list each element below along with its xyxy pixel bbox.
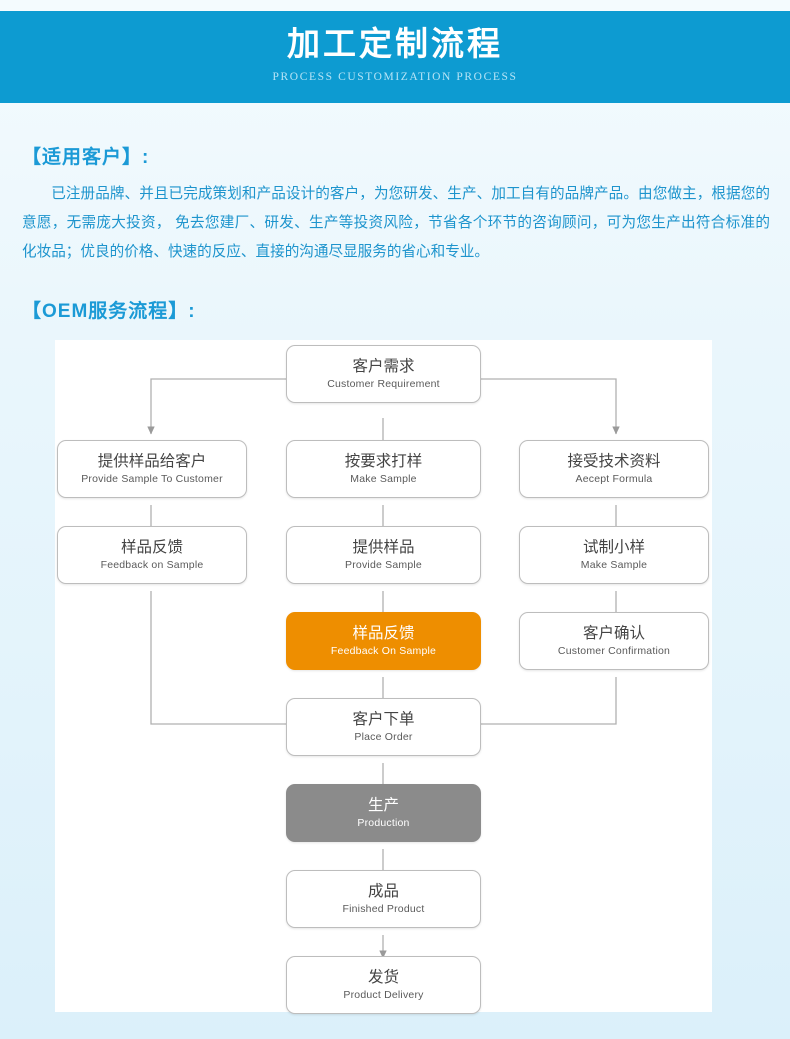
flow-node-place-order[interactable]: 客户下单 Place Order <box>286 698 481 756</box>
flow-node-label-en: Provide Sample To Customer <box>81 473 223 485</box>
flow-node-label-cn: 试制小样 <box>582 539 645 556</box>
flow-node-label-en: Production <box>357 817 410 829</box>
flow-node-label-cn: 客户下单 <box>352 711 415 728</box>
flow-node-label-cn: 客户需求 <box>352 358 415 375</box>
flow-node-production[interactable]: 生产 Production <box>286 784 481 842</box>
flowchart-connectors <box>55 340 712 1012</box>
flow-node-label-en: Provide Sample <box>345 559 422 571</box>
flow-node-label-cn: 样品反馈 <box>120 539 183 556</box>
flow-node-make-sample-trial[interactable]: 试制小样 Make Sample <box>519 526 709 584</box>
flow-node-label-en: Customer Confirmation <box>557 645 671 657</box>
flow-node-label-cn: 接受技术资料 <box>567 453 661 470</box>
flow-node-product-delivery[interactable]: 发货 Product Delivery <box>286 956 481 1014</box>
flow-node-label-en: Feedback On Sample <box>330 645 437 657</box>
section-heading-suitable-customers: 【适用客户】: <box>22 147 150 168</box>
flow-node-label-cn: 样品反馈 <box>352 625 415 642</box>
flow-node-customer-requirement[interactable]: 客户需求 Customer Requirement <box>286 345 481 403</box>
section-heading-oem-process: 【OEM服务流程】: <box>22 301 196 322</box>
flow-node-label-cn: 客户确认 <box>582 625 645 642</box>
flow-node-label-en: Feedback on Sample <box>100 559 204 571</box>
flow-node-label-cn: 生产 <box>367 797 399 814</box>
flow-node-finished-product[interactable]: 成品 Finished Product <box>286 870 481 928</box>
suitable-customers-paragraph: 已注册品牌、并且已完成策划和产品设计的客户，为您研发、生产、加工自有的品牌产品。… <box>22 186 770 260</box>
flow-node-label-cn: 发货 <box>367 969 399 986</box>
flow-node-label-en: Customer Requirement <box>327 378 440 390</box>
flow-node-label-en: Make Sample <box>580 559 648 571</box>
flow-node-provide-sample-to-customer[interactable]: 提供样品给客户 Provide Sample To Customer <box>57 440 247 498</box>
flow-node-label-cn: 成品 <box>367 883 399 900</box>
flow-node-feedback-on-sample-highlighted[interactable]: 样品反馈 Feedback On Sample <box>286 612 481 670</box>
flow-node-label-en: Place Order <box>354 731 413 743</box>
flow-node-label-en: Make Sample <box>350 473 417 485</box>
flow-node-make-sample[interactable]: 按要求打样 Make Sample <box>286 440 481 498</box>
page-header-banner: 加工定制流程 PROCESS CUSTOMIZATION PROCESS <box>0 11 790 103</box>
flow-node-accept-formula[interactable]: 接受技术资料 Aecept Formula <box>519 440 709 498</box>
flow-node-feedback-on-sample-left[interactable]: 样品反馈 Feedback on Sample <box>57 526 247 584</box>
flow-node-label-cn: 按要求打样 <box>344 453 423 470</box>
flow-node-label-cn: 提供样品给客户 <box>97 453 207 470</box>
page-title: 加工定制流程 <box>287 25 503 62</box>
flow-node-label-en: Finished Product <box>342 903 425 915</box>
flow-node-provide-sample[interactable]: 提供样品 Provide Sample <box>286 526 481 584</box>
flow-node-customer-confirmation[interactable]: 客户确认 Customer Confirmation <box>519 612 709 670</box>
oem-flowchart: 客户需求 Customer Requirement 提供样品给客户 Provid… <box>55 340 712 1014</box>
flow-node-label-cn: 提供样品 <box>352 539 415 556</box>
page-subtitle: PROCESS CUSTOMIZATION PROCESS <box>272 71 518 83</box>
flow-node-label-en: Aecept Formula <box>575 473 653 485</box>
flow-node-label-en: Product Delivery <box>343 989 424 1001</box>
